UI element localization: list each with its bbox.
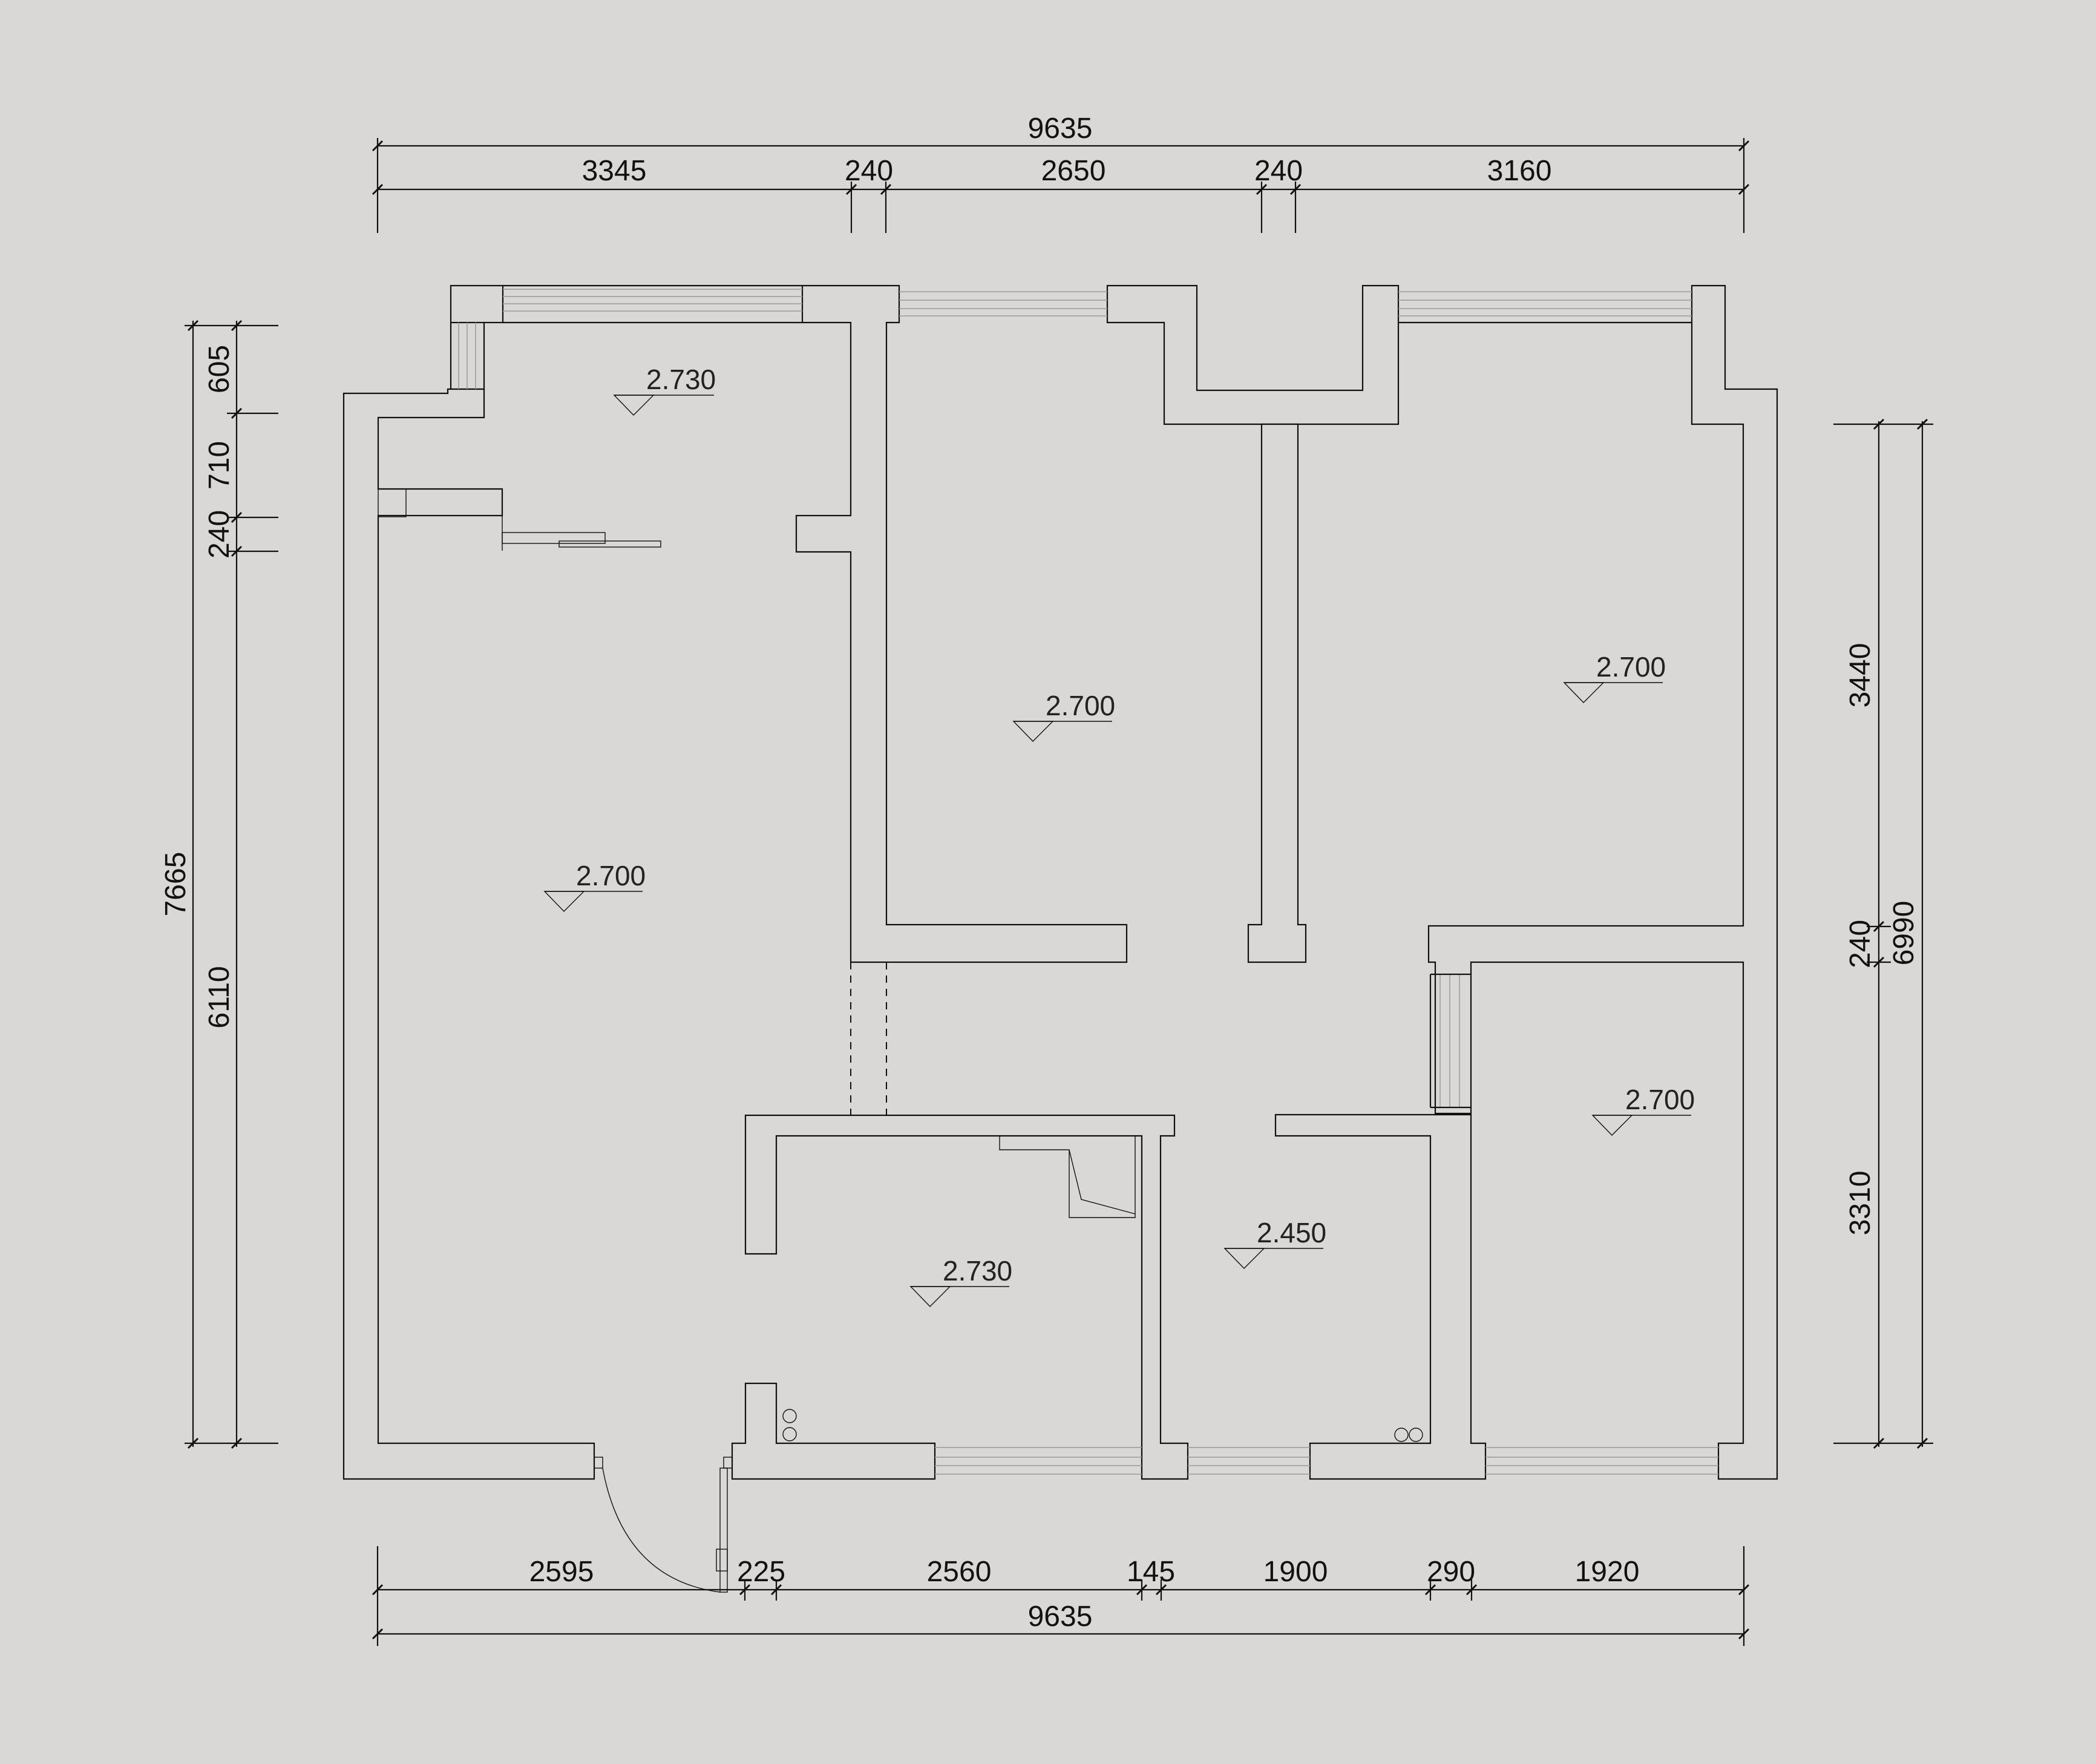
level-mark-living: 2.700 — [543, 860, 646, 912]
dim-bottom-2: 2560 — [927, 1556, 992, 1588]
balcony-box — [378, 488, 407, 517]
level-marks: 2.730 2.700 2.700 2.700 2.700 2.730 — [543, 364, 1695, 1307]
window-top-right — [1398, 291, 1692, 324]
dim-bottom-1: 225 — [737, 1556, 785, 1588]
dim-top-0: 3345 — [582, 155, 647, 187]
kitchen-counter — [999, 1136, 1136, 1218]
window-bathroom-side — [1429, 973, 1471, 1109]
level-mark-bedroom-right: 2.700 — [1563, 651, 1666, 703]
dim-top: 9635 3345 240 2650 240 3160 — [372, 113, 1750, 233]
wall-kitchen-top — [744, 1114, 1189, 1480]
dim-bottom-3: 145 — [1127, 1556, 1175, 1588]
dim-bottom-4: 1900 — [1263, 1556, 1328, 1588]
level-label-bathroom: 2.450 — [1257, 1217, 1326, 1248]
window-top-mid — [899, 291, 1107, 316]
wall-right-exterior — [1427, 284, 1778, 1480]
dim-right-2: 3310 — [1844, 1171, 1876, 1236]
dimensions: 9635 3345 240 2650 240 3160 — [160, 113, 1933, 1646]
dim-top-1: 240 — [845, 155, 893, 187]
level-mark-bedroom-mid: 2.700 — [1012, 690, 1115, 742]
dim-top-4: 3160 — [1487, 155, 1552, 187]
dim-left-0: 605 — [203, 345, 235, 393]
wall-bedroom-partition — [1247, 423, 1307, 963]
kitchen-counter-diag — [1069, 1149, 1136, 1215]
doors — [502, 516, 1423, 1593]
window-bottom-bath — [1188, 1447, 1310, 1475]
level-label-bedroom-right: 2.700 — [1596, 651, 1666, 683]
dim-bottom-5: 290 — [1427, 1556, 1475, 1588]
level-mark-kitchen: 2.730 — [909, 1255, 1012, 1307]
dim-top-3: 240 — [1254, 155, 1303, 187]
level-label-living: 2.700 — [576, 860, 646, 891]
dim-left-3: 6110 — [203, 966, 235, 1028]
dim-left-1: 710 — [203, 441, 235, 490]
dim-bottom-6: 1920 — [1575, 1556, 1640, 1588]
dim-right-1: 240 — [1844, 920, 1876, 968]
level-label-bedroom-mid: 2.700 — [1046, 690, 1115, 721]
dim-left-2: 240 — [203, 510, 235, 559]
level-label-bedroom-lower-right: 2.700 — [1625, 1084, 1695, 1115]
wall-bath-right — [1274, 1113, 1487, 1480]
window-left-balcony — [450, 323, 485, 389]
wall-balcony-pier — [450, 284, 504, 324]
dim-top-2: 2650 — [1041, 155, 1106, 187]
level-mark-bedroom-lower-right: 2.700 — [1591, 1084, 1695, 1136]
wall-top-notch — [1106, 284, 1400, 425]
dim-bottom-total: 9635 — [1028, 1601, 1093, 1633]
window-bottom-kitchen — [935, 1447, 1142, 1475]
wall-left-exterior — [342, 388, 595, 1480]
wall-central-column — [795, 284, 1128, 963]
dim-top-total: 9635 — [1028, 113, 1093, 145]
dim-bottom-0: 2595 — [529, 1556, 594, 1588]
dim-left-total: 7665 — [160, 852, 192, 917]
level-mark-bathroom: 2.450 — [1223, 1217, 1326, 1269]
wall-kitchen-bottom — [731, 1382, 936, 1480]
fixtures — [782, 1409, 1423, 1442]
entrance-door — [594, 1457, 733, 1593]
dim-right-total: 6990 — [1888, 901, 1920, 966]
level-label-balcony: 2.730 — [646, 364, 716, 395]
dim-right-0: 3440 — [1844, 643, 1876, 708]
balcony-sliding-door — [502, 516, 661, 551]
level-label-kitchen: 2.730 — [943, 1255, 1012, 1287]
level-mark-balcony: 2.730 — [613, 364, 716, 416]
walls — [342, 284, 1778, 1480]
dim-bottom: 2595 225 2560 145 1900 290 1920 9635 — [372, 1546, 1750, 1646]
windows — [450, 284, 1718, 1475]
dim-left: 7665 605 710 240 6110 — [160, 320, 278, 1449]
dim-right: 3440 240 3310 6990 — [1833, 418, 1933, 1449]
window-top-balcony — [503, 284, 802, 324]
kitchen-living-opening — [850, 962, 887, 1115]
window-bottom-bedroom — [1485, 1447, 1718, 1475]
